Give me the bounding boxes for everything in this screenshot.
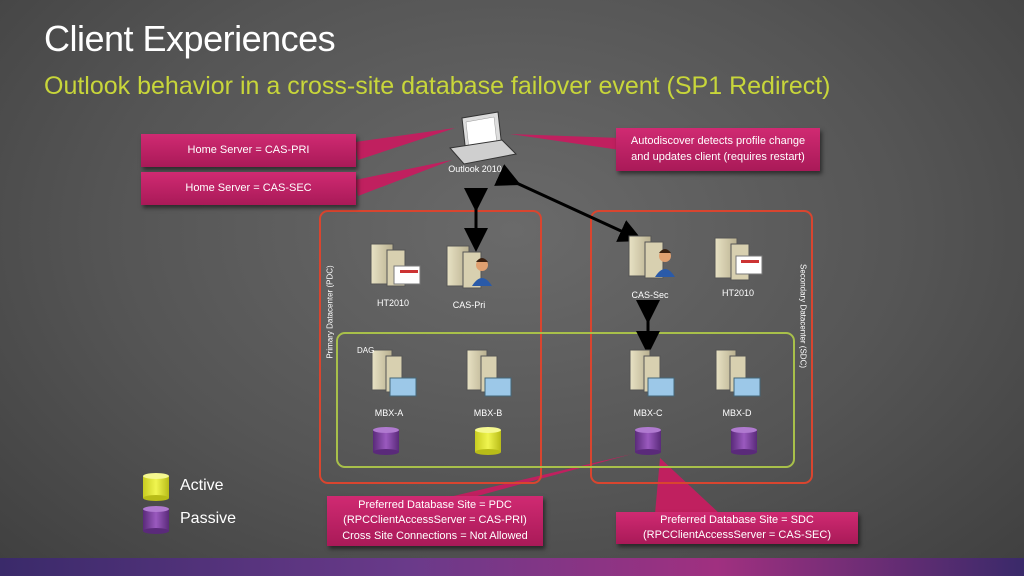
db-passive-mbx-a [373, 427, 399, 455]
server-icon-ht-sec [714, 237, 763, 281]
callout-pdc-settings: Preferred Database Site = PDC (RPCClient… [327, 496, 543, 546]
callout-pointer-autodiscover [510, 134, 620, 150]
callout-text: and updates client (requires restart) [631, 150, 805, 163]
server-label-mbx-b: MBX-B [473, 408, 503, 418]
primary-datacenter-label: Primary Datacenter (PDC) [325, 265, 335, 359]
slide-title: Client Experiences [44, 18, 336, 59]
footer-bar [0, 558, 1024, 576]
legend-active-label: Active [180, 477, 224, 494]
user-icon-cas-pri [472, 258, 492, 286]
dag-box [336, 332, 795, 468]
server-icon-mbx-b [466, 349, 512, 397]
callout-text: Home Server = CAS-SEC [185, 181, 312, 194]
server-label-mbx-c: MBX-C [633, 408, 663, 418]
server-icon-ht-pri [370, 243, 421, 287]
callout-pointer-pdc [445, 454, 632, 498]
callout-autodiscover: Autodiscover detects profile change and … [616, 128, 820, 171]
legend-swatch-passive [143, 506, 169, 534]
db-active-mbx-b [475, 427, 501, 455]
arrow-client-cas-sec [494, 164, 643, 242]
server-label-cas-pri: CAS-Pri [452, 300, 486, 310]
server-label-ht-pri: HT2010 [376, 298, 410, 308]
callout-sdc-settings: Preferred Database Site = SDC (RPCClient… [616, 512, 858, 544]
callout-home-server-pri: Home Server = CAS-PRI [141, 134, 356, 167]
client-label: Outlook 2010 [448, 164, 502, 174]
legend-swatch-active [143, 473, 169, 501]
secondary-datacenter-label: Secondary Datacenter (SDC) [798, 263, 808, 369]
callout-pointer-home-sec [355, 160, 452, 196]
server-icon-cas-pri [446, 245, 482, 289]
secondary-datacenter-box [590, 210, 813, 484]
callout-pointer-sdc [655, 458, 720, 514]
db-passive-mbx-d [731, 427, 757, 455]
db-passive-mbx-c [635, 427, 661, 455]
server-label-ht-sec: HT2010 [721, 288, 755, 298]
callout-text: Cross Site Connections = Not Allowed [342, 529, 528, 542]
callout-pointer-home-pri [355, 128, 455, 160]
callout-text: (RPCClientAccessServer = CAS-PRI) [343, 514, 527, 527]
server-icon-mbx-d [715, 349, 761, 397]
server-icon-mbx-a [371, 349, 417, 397]
dag-label: DAG [357, 346, 375, 355]
callout-text: Preferred Database Site = SDC [660, 513, 814, 526]
callout-text: Home Server = CAS-PRI [187, 143, 310, 156]
server-label-mbx-a: MBX-A [374, 408, 404, 418]
server-label-mbx-d: MBX-D [722, 408, 752, 418]
laptop-icon [449, 111, 518, 165]
callout-text: Preferred Database Site = PDC [358, 498, 512, 511]
callout-text: (RPCClientAccessServer = CAS-SEC) [643, 529, 831, 541]
slide-subtitle: Outlook behavior in a cross-site databas… [44, 72, 831, 100]
server-icon-mbx-c [629, 349, 675, 397]
server-icon-cas-sec [628, 235, 664, 279]
callout-text: Autodiscover detects profile change [630, 135, 806, 148]
legend-passive-label: Passive [180, 510, 237, 527]
mail-icon-ht-pri [400, 270, 418, 273]
primary-datacenter-box [319, 210, 542, 484]
callout-home-server-sec: Home Server = CAS-SEC [141, 172, 356, 205]
server-label-cas-sec: CAS-Sec [631, 290, 669, 300]
user-icon-cas-sec [655, 249, 675, 277]
